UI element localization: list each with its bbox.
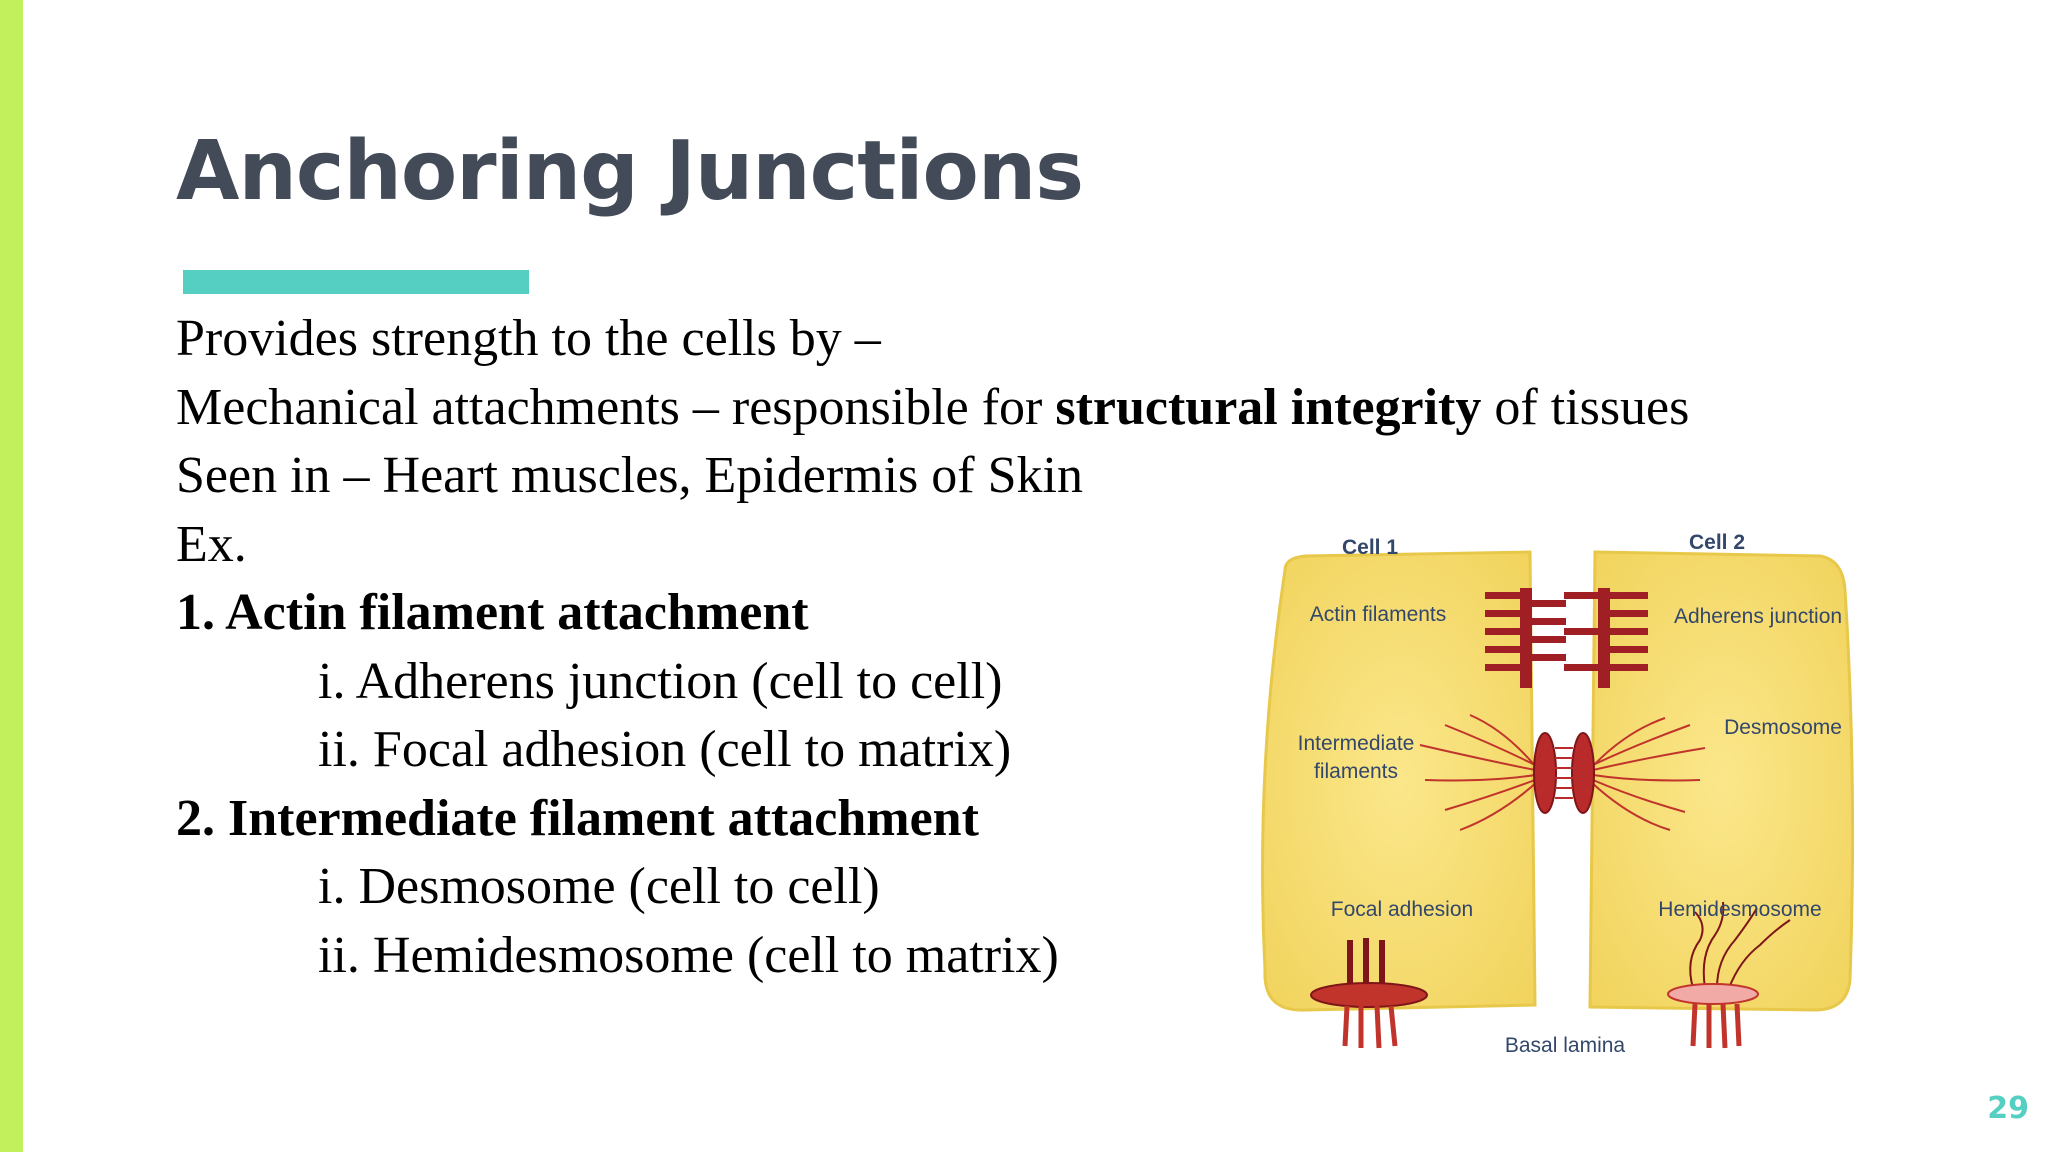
- seen-in-line: Seen in – Heart muscles, Epidermis of Sk…: [176, 447, 1083, 504]
- desmosome-structure: [1419, 714, 1706, 831]
- structural-integrity-text: structural integrity: [1055, 378, 1482, 436]
- cell-1-shape: [1261, 550, 1537, 1012]
- adherens-junction-label: Adherens junction: [1674, 605, 1842, 628]
- focal-adhesion-label: Focal adhesion: [1331, 898, 1473, 921]
- mechanical-text: Mechanical attachments – responsible for: [176, 378, 1056, 436]
- actin-filaments-label: Actin filaments: [1310, 603, 1447, 626]
- list-item-desmosome: i. Desmosome (cell to cell): [318, 858, 880, 915]
- focal-adhesion-structure: [1310, 938, 1428, 1049]
- intro-line: Provides strength to the cells by –: [176, 310, 881, 367]
- basal-lamina-label: Basal lamina: [1505, 1034, 1626, 1057]
- slide-body: Provides strength to the cells by – Mech…: [176, 305, 1876, 990]
- list-heading-intermediate: 2. Intermediate filament attachment: [176, 789, 979, 847]
- page-number: 29: [1987, 1091, 2029, 1126]
- adherens-junction-structure: [1485, 588, 1648, 688]
- example-line: Ex.: [176, 515, 247, 573]
- list-heading-actin: 1. Actin filament attachment: [176, 584, 809, 641]
- slide-title: Anchoring Junctions: [176, 124, 1084, 219]
- cell-2-label: Cell 2: [1689, 531, 1745, 554]
- anchoring-junctions-diagram: Cell 1 Cell 2 Actin filaments Adherens j…: [1261, 531, 1855, 1057]
- desmosome-label: Desmosome: [1724, 716, 1842, 739]
- hemidesmosome-structure: [1667, 901, 1791, 1049]
- list-item-focal: ii. Focal adhesion (cell to matrix): [318, 721, 1012, 778]
- cell-2-shape: [1588, 550, 1855, 1012]
- tissues-text: of tissues: [1481, 378, 1690, 436]
- accent-bar: [0, 0, 23, 1152]
- title-underline: [183, 270, 529, 294]
- list-item-hemidesmosome: ii. Hemidesmosome (cell to matrix): [318, 926, 1059, 984]
- mechanical-line: Mechanical attachments – responsible for…: [176, 374, 1876, 443]
- hemidesmosome-label: Hemidesmosome: [1658, 898, 1821, 921]
- cell-1-label: Cell 1: [1342, 536, 1398, 559]
- list-item-adherens: i. Adherens junction (cell to cell): [318, 652, 1003, 710]
- intermediate-filaments-label-line1: Intermediate: [1298, 732, 1415, 755]
- intermediate-filaments-label-line2: filaments: [1314, 760, 1398, 783]
